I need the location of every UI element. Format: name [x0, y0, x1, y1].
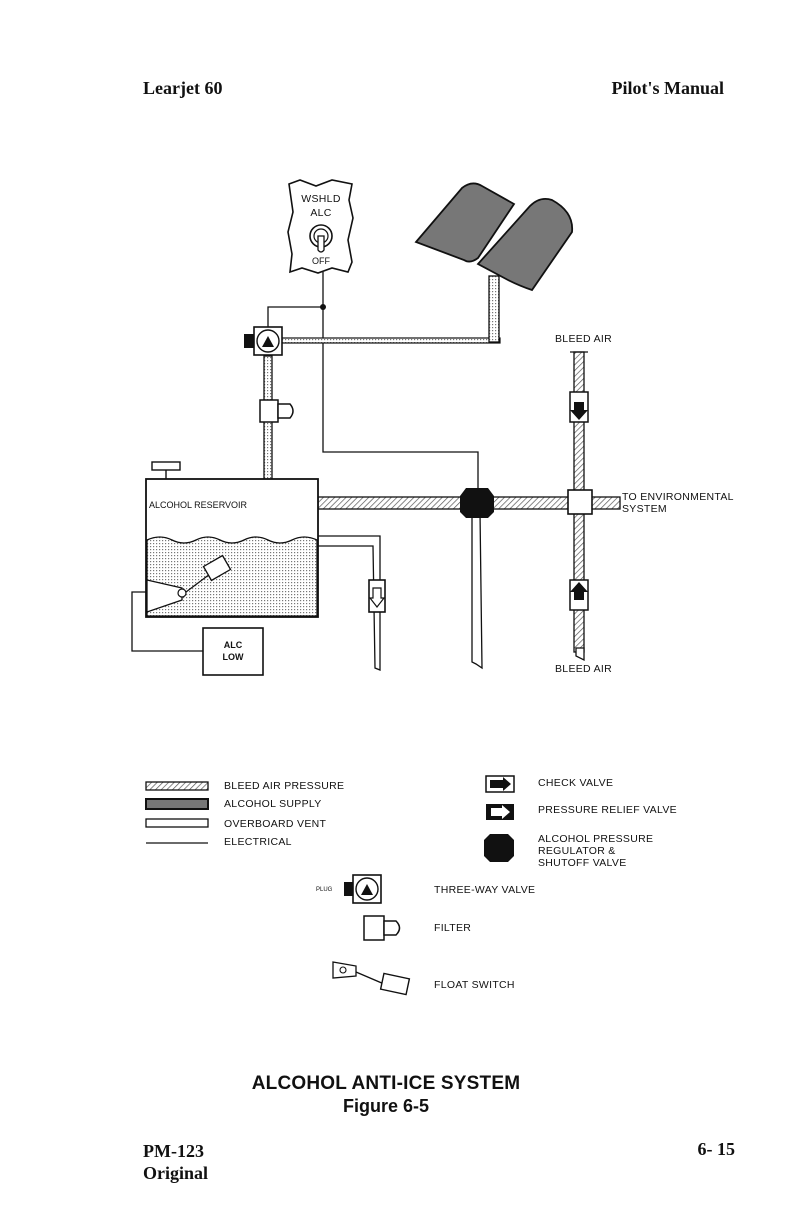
- footer-revision: Original: [143, 1163, 209, 1183]
- legend-bleed-air-label: BLEED AIR PRESSURE: [224, 780, 344, 792]
- alcohol-reservoir: ALCOHOL RESERVOIR: [145, 461, 319, 618]
- reservoir-label: ALCOHOL RESERVOIR: [149, 500, 248, 510]
- legend-plug-label: PLUG: [316, 887, 333, 893]
- cross-fitting: [567, 489, 593, 515]
- legend-filter-icon: [363, 915, 401, 941]
- legend-electrical-label: ELECTRICAL: [224, 836, 292, 848]
- legend-alcohol-supply-label: ALCOHOL SUPPLY: [224, 798, 322, 810]
- alc-low-annunciator: ALC LOW: [202, 627, 264, 676]
- environmental-label-1: TO ENVIRONMENTAL: [622, 491, 734, 503]
- legend: BLEED AIR PRESSURE ALCOHOL SUPPLY OVERBO…: [145, 775, 677, 996]
- legend-regulator-label-2: REGULATOR &: [538, 845, 616, 857]
- legend-three-way-valve-icon: [344, 874, 382, 904]
- windshield-alcohol-switch: WSHLD ALC OFF: [287, 179, 354, 274]
- check-valve-lower: [569, 579, 589, 611]
- switch-label-wshld: WSHLD: [301, 193, 341, 205]
- footer-doc-number: PM-123: [143, 1141, 204, 1161]
- environmental-label-2: SYSTEM: [622, 503, 667, 515]
- switch-label-alc: ALC: [310, 207, 331, 219]
- three-way-valve: [244, 326, 283, 356]
- legend-relief-valve-label: PRESSURE RELIEF VALVE: [538, 804, 677, 816]
- legend-filter-label: FILTER: [434, 922, 471, 934]
- legend-overboard-vent-label: OVERBOARD VENT: [224, 818, 327, 830]
- alc-low-line2: LOW: [223, 652, 244, 662]
- windshield-icon: [414, 182, 574, 292]
- legend-three-way-valve-label: THREE-WAY VALVE: [434, 884, 535, 896]
- legend-regulator-label-1: ALCOHOL PRESSURE: [538, 833, 653, 845]
- pressure-regulator-valve: [460, 488, 494, 518]
- legend-float-switch-icon: [332, 961, 411, 996]
- figure-title: ALCOHOL ANTI-ICE SYSTEM: [251, 1073, 521, 1094]
- footer-page-number: 6- 15: [697, 1139, 736, 1159]
- legend-regulator-icon: [484, 834, 514, 862]
- footer-left: PM-123 Original: [143, 1140, 208, 1184]
- legend-alcohol-supply-swatch: [145, 798, 209, 810]
- filter: [259, 399, 294, 423]
- legend-bleed-air-swatch: [145, 781, 209, 791]
- legend-relief-valve-icon: [486, 804, 514, 820]
- pressure-relief-valve: [368, 579, 386, 613]
- bleed-air-top-label: BLEED AIR: [555, 333, 612, 345]
- legend-float-switch-label: FLOAT SWITCH: [434, 979, 515, 991]
- legend-regulator-label-3: SHUTOFF VALVE: [538, 857, 627, 869]
- header-aircraft: Learjet 60: [143, 78, 223, 98]
- legend-check-valve-icon: [485, 775, 515, 793]
- check-valve-upper: [569, 391, 589, 423]
- figure-number: Figure 6-5: [342, 1096, 430, 1116]
- switch-label-off: OFF: [312, 256, 330, 266]
- overboard-vent-lines: [317, 511, 585, 671]
- bleed-air-bottom-label: BLEED AIR: [555, 663, 612, 675]
- legend-check-valve-label: CHECK VALVE: [538, 777, 613, 789]
- header-manual: Pilot's Manual: [611, 78, 724, 98]
- electrical-lines: [131, 272, 479, 652]
- alc-low-line1: ALC: [224, 640, 243, 650]
- legend-overboard-vent-swatch: [145, 818, 209, 828]
